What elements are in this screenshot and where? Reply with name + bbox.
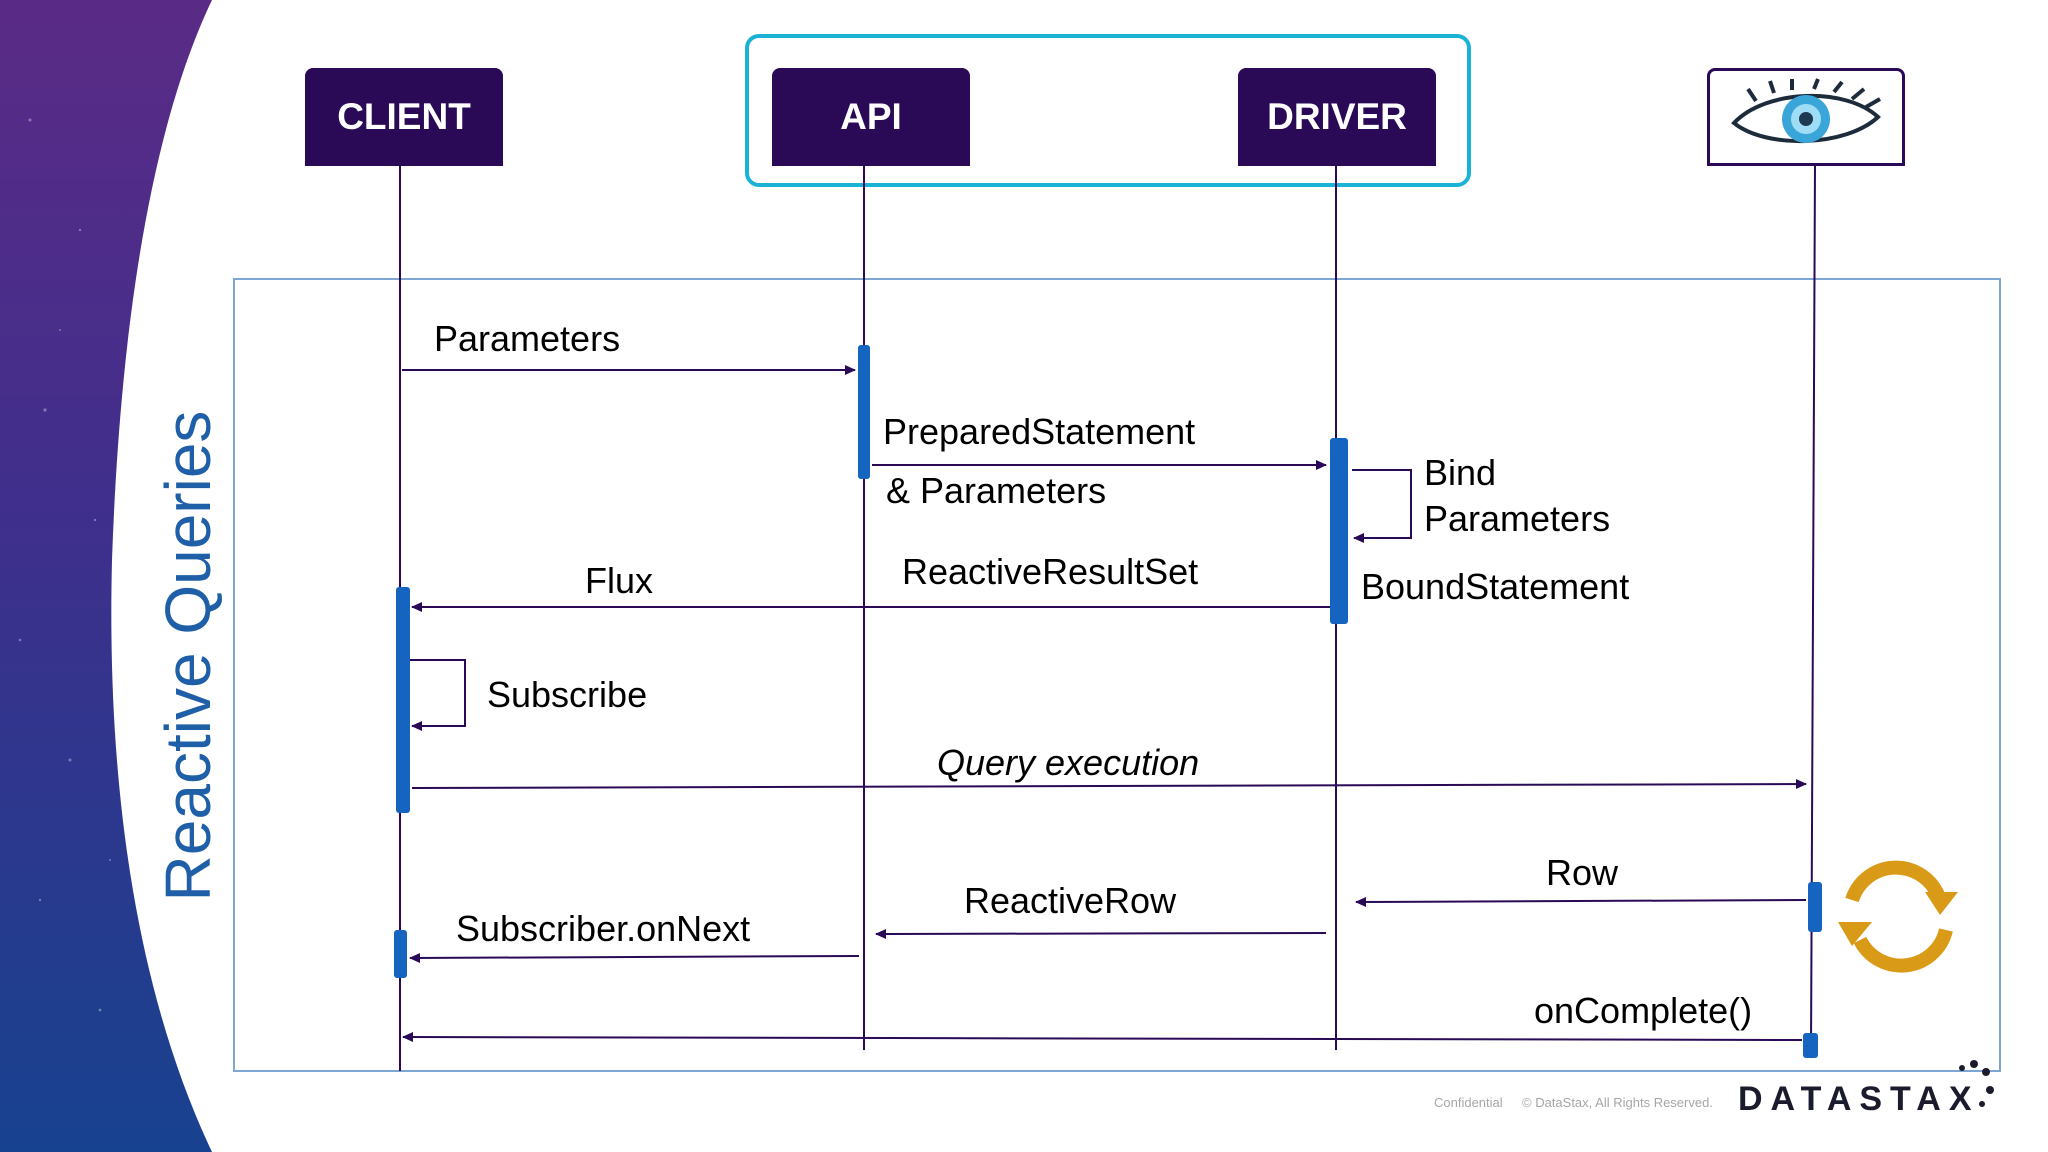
footer-confidential: Confidential bbox=[1434, 1095, 1503, 1110]
message-prepared-statement: PreparedStatement bbox=[883, 411, 1196, 452]
participant-database bbox=[1707, 68, 1905, 166]
message-reactive-result-set: ReactiveResultSet bbox=[902, 551, 1199, 592]
message-subscriber-onnext: Subscriber.onNext bbox=[456, 908, 751, 949]
subscribe-self-arrow bbox=[410, 659, 466, 731]
message-and-parameters: & Parameters bbox=[886, 470, 1107, 511]
datastax-logo: DATASTAX bbox=[1738, 1080, 1980, 1118]
participant-driver-label: DRIVER bbox=[1267, 96, 1407, 137]
message-query-execution: Query execution bbox=[937, 742, 1200, 783]
reactive-row-arrow bbox=[875, 928, 1327, 939]
cassandra-eye-icon bbox=[1731, 78, 1881, 144]
database-activation-row bbox=[1808, 882, 1822, 932]
api-activation bbox=[858, 345, 870, 479]
driver-activation bbox=[1330, 438, 1348, 624]
query-execution-arrow bbox=[411, 779, 1807, 790]
bind-parameters-self-arrow bbox=[1352, 469, 1412, 543]
message-row: Row bbox=[1546, 852, 1619, 893]
row-arrow bbox=[1355, 896, 1807, 907]
on-complete-arrow bbox=[402, 1032, 1803, 1043]
participant-api-label: API bbox=[840, 96, 902, 137]
message-reactive-row: ReactiveRow bbox=[964, 880, 1177, 921]
message-bind: Bind bbox=[1424, 452, 1497, 493]
refresh-cycle-icon bbox=[1845, 860, 1953, 973]
database-activation-complete bbox=[1803, 1033, 1818, 1058]
message-flux: Flux bbox=[585, 560, 654, 601]
participant-driver: DRIVER bbox=[1238, 68, 1436, 166]
side-panel bbox=[0, 0, 212, 1152]
side-panel-stars bbox=[18, 118, 111, 1012]
interaction-frame bbox=[233, 278, 2001, 1072]
api-driver-group bbox=[745, 34, 1471, 187]
message-on-complete: onComplete() bbox=[1534, 990, 1753, 1031]
client-activation-onnext bbox=[394, 930, 407, 978]
refresh-arrowhead-left bbox=[1838, 922, 1872, 946]
participant-client-label: CLIENT bbox=[337, 96, 471, 137]
refresh-arrowhead-right bbox=[1925, 892, 1958, 915]
message-bound-statement: BoundStatement bbox=[1361, 566, 1630, 607]
subscriber-onnext-arrow bbox=[409, 952, 860, 963]
participant-api: API bbox=[772, 68, 970, 166]
footer-copyright: © DataStax, All Rights Reserved. bbox=[1522, 1095, 1713, 1110]
message-subscribe: Subscribe bbox=[487, 674, 648, 715]
datastax-logo-dots bbox=[1959, 1060, 1994, 1107]
participant-client: CLIENT bbox=[305, 68, 503, 166]
message-bind-parameters: Parameters bbox=[1424, 498, 1611, 539]
message-parameters: Parameters bbox=[434, 318, 621, 359]
client-activation bbox=[396, 587, 410, 813]
